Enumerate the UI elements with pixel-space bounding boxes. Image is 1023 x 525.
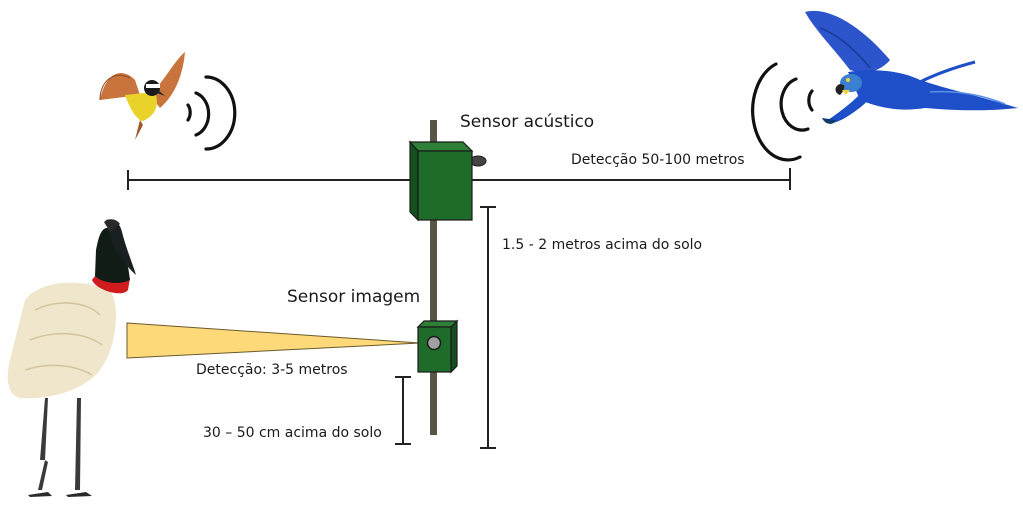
kiskadee-bird-icon [99,52,185,140]
acoustic-height-indicator [480,206,496,449]
macaw-bird-icon [805,10,1018,124]
sensor-pole [430,120,437,435]
sound-waves-left-icon [186,75,237,151]
image-sensor-box [416,319,459,374]
image-detection-cone [126,322,421,359]
image-sensor-label: Sensor imagem [287,287,420,307]
camera-lens-icon [426,335,442,351]
image-height-label: 30 – 50 cm acima do solo [203,425,382,441]
jabiru-stork-icon [7,219,136,497]
acoustic-sensor-label: Sensor acústico [460,112,594,132]
acoustic-height-label: 1.5 - 2 metros acima do solo [502,237,702,253]
image-height-indicator [395,376,411,445]
acoustic-sensor-box [408,140,487,222]
sound-waves-right-icon [751,62,814,162]
image-range-label: Detecção: 3-5 metros [196,362,348,378]
acoustic-range-label: Detecção 50-100 metros [571,152,745,168]
